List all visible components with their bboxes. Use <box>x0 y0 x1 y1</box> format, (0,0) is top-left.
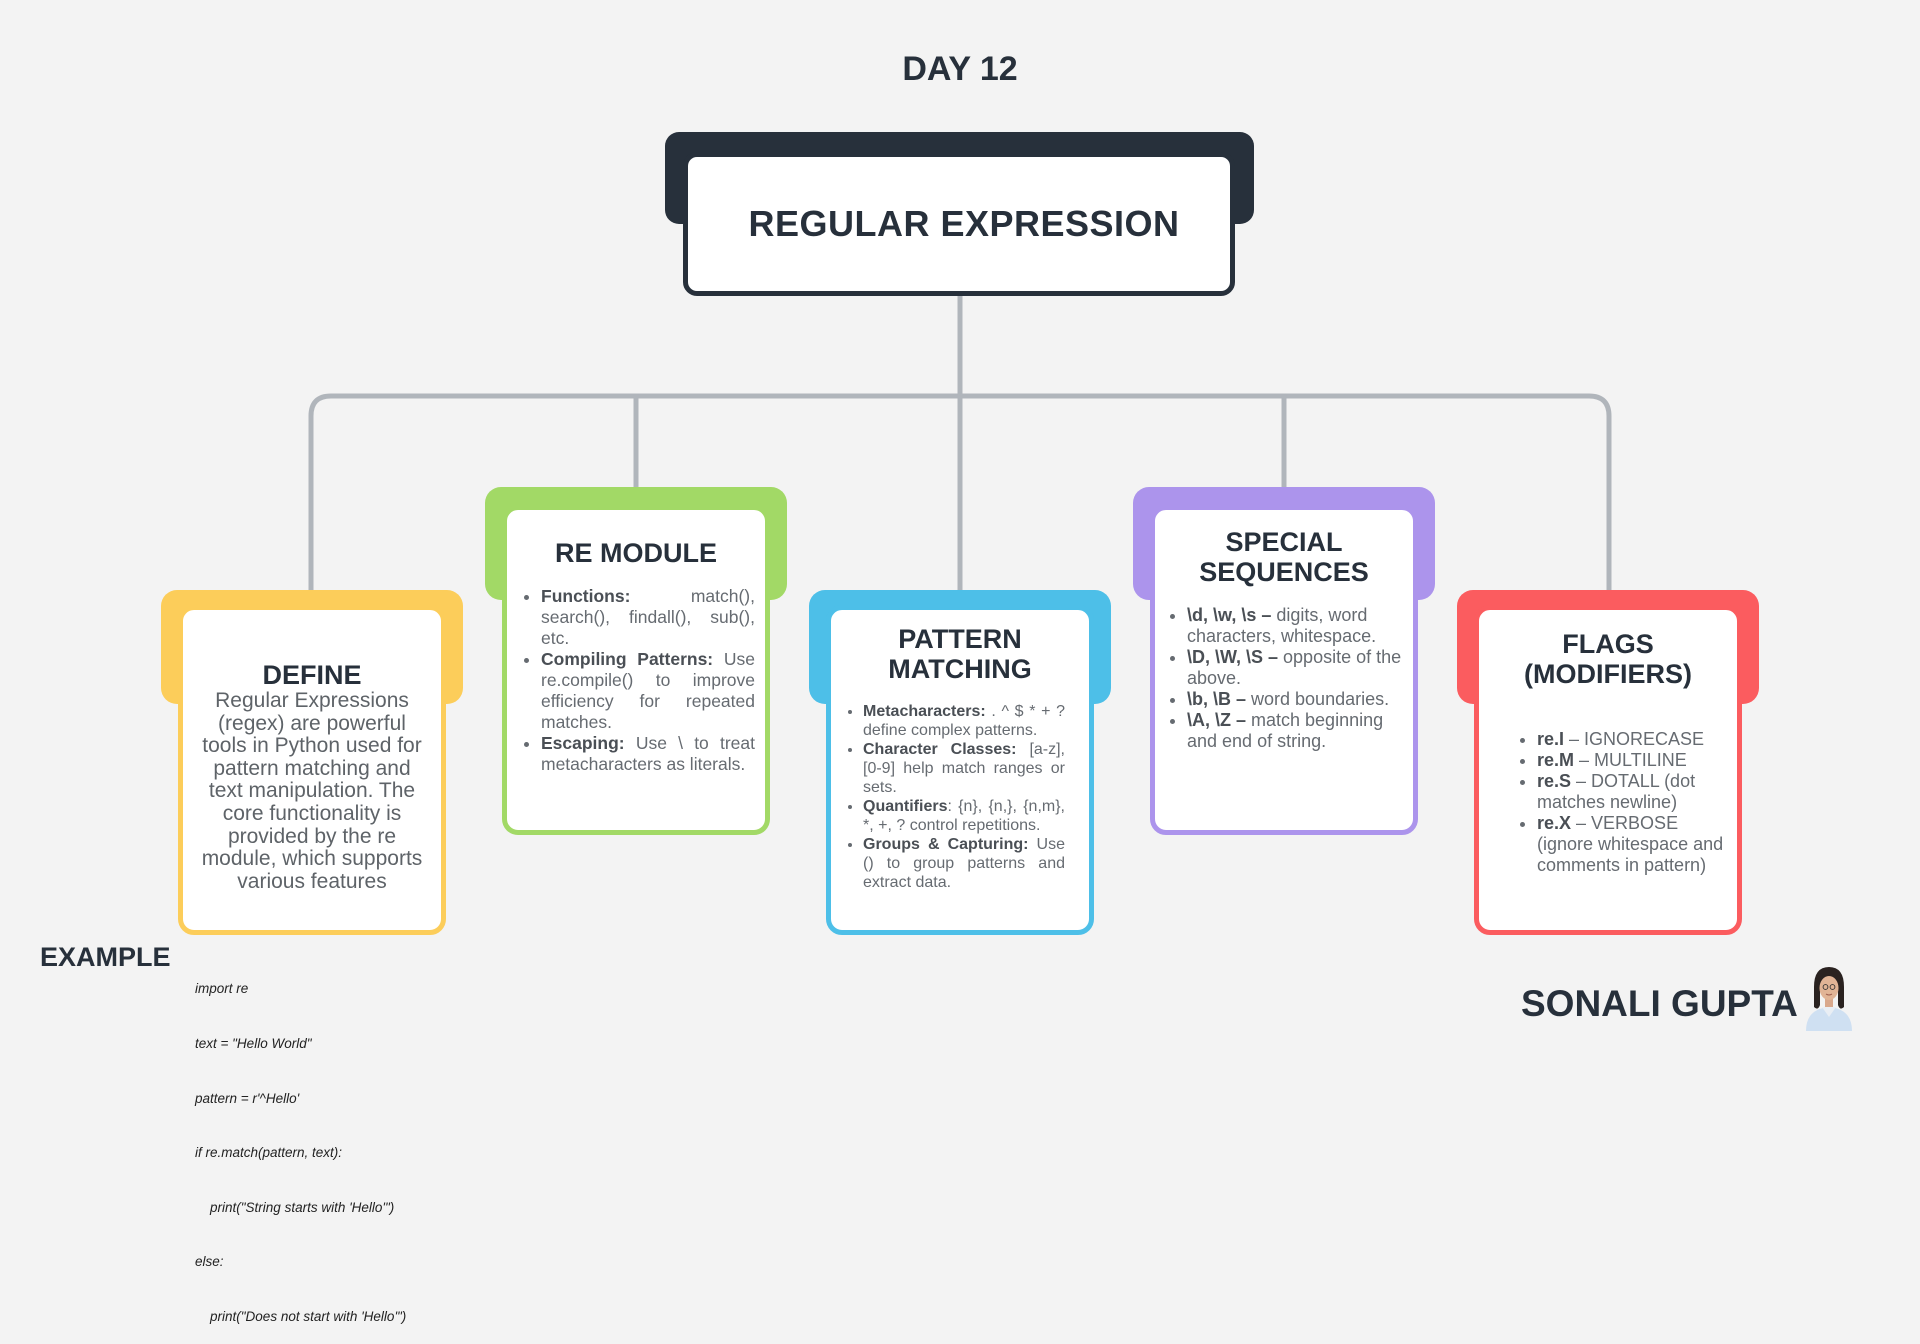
list-item: Escaping: Use \ to treat metacharacters … <box>541 733 755 775</box>
list-item: Compiling Patterns: Use re.compile() to … <box>541 649 755 733</box>
flags-card-title: FLAGS (MODIFIERS) <box>1524 629 1692 689</box>
list-item: Quantifiers: {n}, {n,}, {n,m}, *, +, ? c… <box>863 797 1065 835</box>
flags-list: re.I – IGNORECASE re.M – MULTILINE re.S … <box>1519 729 1727 876</box>
define-card: DEFINE Regular Expressions (regex) are p… <box>178 605 446 935</box>
flags-card: FLAGS (MODIFIERS) re.I – IGNORECASE re.M… <box>1474 605 1742 935</box>
list-item: re.I – IGNORECASE <box>1537 729 1727 750</box>
tree-connectors <box>308 293 1612 595</box>
re-module-card: RE MODULE Functions: match(), search(), … <box>502 505 770 835</box>
page-day-title: DAY 12 <box>902 50 1018 88</box>
list-item: Functions: match(), search(), findall(),… <box>541 586 755 649</box>
code-line: import re <box>195 981 249 997</box>
list-item: \d, \w, \s – digits, word characters, wh… <box>1187 605 1409 647</box>
define-card-title: DEFINE <box>262 660 362 690</box>
re-module-card-title: RE MODULE <box>555 538 717 568</box>
list-item: Character Classes: [a-z], [0-9] help mat… <box>863 740 1065 797</box>
list-item: \b, \B – word boundaries. <box>1187 689 1409 710</box>
list-item: \A, \Z – match beginning and end of stri… <box>1187 710 1409 752</box>
special-card-title: SPECIAL SEQUENCES <box>1199 527 1369 587</box>
pattern-card: PATTERN MATCHING Metacharacters: . ^ $ *… <box>826 605 1094 935</box>
code-line: pattern = r'^Hello' <box>195 1090 300 1106</box>
list-item: Groups & Capturing: Use () to group patt… <box>863 835 1065 892</box>
list-item: Metacharacters: . ^ $ * + ? define compl… <box>863 702 1065 740</box>
code-line: print("Does not start with 'Hello'") <box>195 1309 407 1325</box>
code-line: print("String starts with 'Hello'") <box>195 1199 395 1215</box>
code-line: if re.match(pattern, text): <box>195 1145 343 1161</box>
special-card: SPECIAL SEQUENCES \d, \w, \s – digits, w… <box>1150 505 1418 835</box>
code-line: else: <box>195 1254 224 1270</box>
pattern-card-title: PATTERN MATCHING <box>888 624 1032 684</box>
list-item: re.X – VERBOSE (ignore whitespace and co… <box>1537 813 1727 876</box>
example-code: import re text = "Hello World" pattern =… <box>195 944 406 1344</box>
code-line: text = "Hello World" <box>195 1036 312 1052</box>
main-title: REGULAR EXPRESSION <box>748 203 1180 244</box>
special-list: \d, \w, \s – digits, word characters, wh… <box>1169 605 1409 752</box>
example-label: EXAMPLE <box>40 942 171 972</box>
author-name: SONALI GUPTA <box>1521 983 1798 1024</box>
list-item: re.S – DOTALL (dot matches newline) <box>1537 771 1727 813</box>
list-item: re.M – MULTILINE <box>1537 750 1727 771</box>
pattern-list: Metacharacters: . ^ $ * + ? define compl… <box>845 702 1065 892</box>
person-avatar-icon <box>1806 967 1852 1031</box>
list-item: \D, \W, \S – opposite of the above. <box>1187 647 1409 689</box>
re-module-list: Functions: match(), search(), findall(),… <box>523 586 755 775</box>
main-title-box: REGULAR EXPRESSION <box>683 152 1235 296</box>
define-card-text: Regular Expressions (regex) are powerful… <box>201 689 423 893</box>
